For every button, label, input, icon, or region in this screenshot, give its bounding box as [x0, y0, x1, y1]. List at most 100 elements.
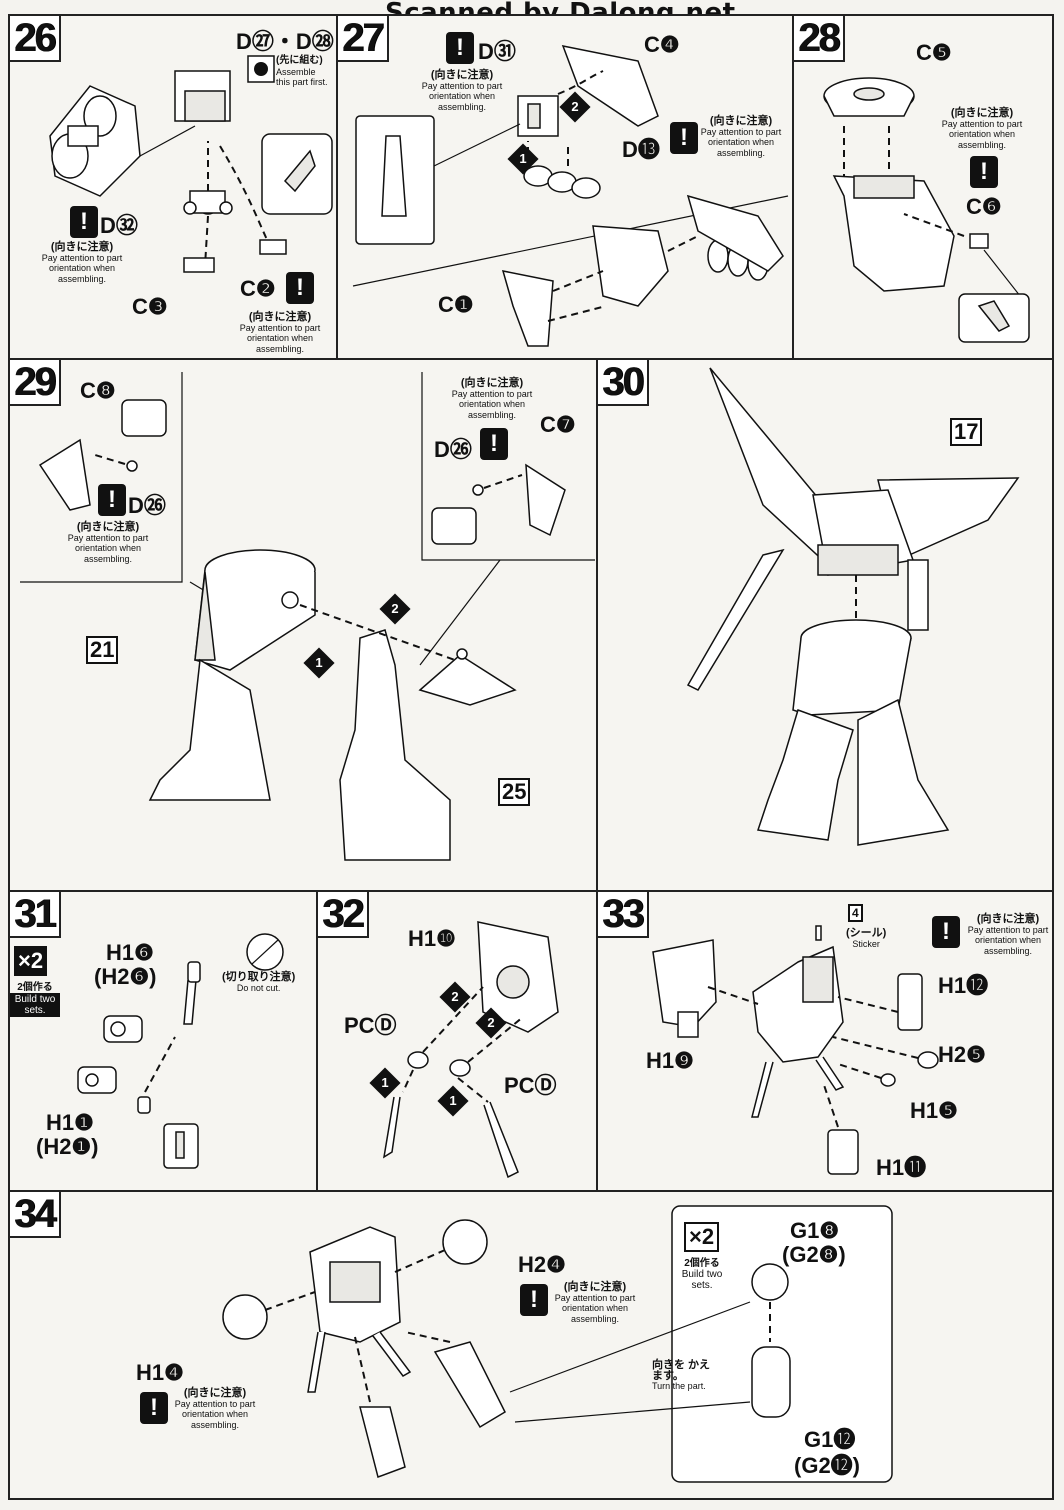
- note-en: Pay attention to part orientation when a…: [67, 532, 149, 564]
- step-number: 31: [10, 892, 61, 938]
- note-jp: 向きを かえます。: [652, 1359, 711, 1382]
- note-jp: (向きに注意): [76, 521, 140, 533]
- step-28-panel: 28 C❺ (向きに注意) Pay attention to part orie…: [792, 14, 1054, 360]
- label-pcd: PCⒹ: [504, 1073, 557, 1098]
- note-en: Assemble this part first.: [276, 66, 328, 88]
- build-note: 2個作る Build two sets.: [674, 1258, 730, 1291]
- order-marker: 1: [437, 1085, 469, 1117]
- order-marker: 1: [369, 1067, 401, 1099]
- note-jp: (切り取り注意): [222, 971, 296, 983]
- order-marker: 1: [303, 647, 335, 679]
- note-jp: (先に組む): [276, 55, 323, 66]
- note-jp: (向きに注意): [950, 107, 1014, 119]
- step-29-drawing: [20, 372, 595, 861]
- label-c2: C❷: [240, 276, 276, 301]
- warning-icon: !: [970, 156, 998, 188]
- order-marker: 2: [439, 981, 471, 1013]
- build-jp: 2個作る: [17, 982, 53, 993]
- note-en: Turn the part.: [652, 1381, 706, 1391]
- label-d32: D㉜: [100, 213, 138, 238]
- build-note: 2個作る Build two sets.: [10, 982, 60, 1017]
- note-en: Pay attention to part orientation when a…: [451, 388, 533, 420]
- order-marker: 2: [559, 91, 591, 123]
- order-number: 2: [391, 601, 399, 616]
- ref-step-25: 25: [498, 778, 531, 806]
- step-26-drawing: [49, 55, 333, 273]
- note-en: Pay attention to part orientation when a…: [554, 1292, 636, 1324]
- build-en: Build two sets.: [10, 993, 60, 1017]
- label-c1: C❶: [438, 292, 474, 317]
- step-32-panel: 32 H1❿ 2 2 PCⒹ PCⒹ 1 1: [316, 890, 598, 1192]
- warning-icon: !: [70, 206, 98, 238]
- note-jp: (シール): [846, 927, 887, 939]
- note-jp: (向きに注意): [248, 311, 312, 323]
- label-h1-4: H1❹: [136, 1360, 184, 1385]
- step-number: 26: [10, 16, 61, 62]
- step-32-drawing: [382, 921, 559, 1179]
- label-h1-11: H1⓫: [876, 1155, 927, 1180]
- step-number: 32: [318, 892, 369, 938]
- note-orientation: (向きに注意) Pay attention to part orientatio…: [32, 242, 132, 284]
- note-orientation: (向きに注意) Pay attention to part orientatio…: [230, 312, 330, 354]
- note-orientation: (向きに注意) Pay attention to part orientatio…: [932, 108, 1032, 150]
- multiplier-badge: ×2: [14, 946, 48, 976]
- step-34-drawing: [222, 1205, 893, 1483]
- note-assemble-first: (先に組む) Assemble this part first.: [276, 55, 328, 88]
- label-h1-1: H1❶: [46, 1110, 94, 1135]
- label-h2-4: H2❹: [518, 1252, 566, 1277]
- build-jp: 2個作る: [684, 1258, 720, 1269]
- multiplier-badge: ×2: [684, 1222, 720, 1252]
- note-orientation: (向きに注意) Pay attention to part orientatio…: [698, 116, 784, 158]
- label-c4: C❹: [644, 32, 680, 57]
- label-h1-12: H1⓬: [938, 973, 989, 998]
- warning-icon: !: [932, 916, 960, 948]
- note-jp: (向きに注意): [430, 69, 494, 81]
- label-h1-6: H1❻: [106, 940, 154, 965]
- order-marker: 1: [507, 143, 539, 175]
- step-30-drawing: [686, 367, 1020, 846]
- warning-icon: !: [520, 1284, 548, 1316]
- label-d26: D㉖: [434, 437, 472, 462]
- note-en: Sticker: [852, 938, 880, 949]
- step-number: 27: [338, 16, 389, 62]
- step-30-panel: 30 17: [596, 358, 1054, 892]
- note-orientation: (向きに注意) Pay attention to part orientatio…: [442, 378, 542, 420]
- label-h2-6: (H2❻): [94, 964, 157, 989]
- step-number: 30: [598, 360, 649, 406]
- build-en: Build two sets.: [681, 1269, 723, 1291]
- step-33-drawing: [652, 925, 939, 1175]
- warning-icon: !: [286, 272, 314, 304]
- order-marker: 2: [379, 593, 411, 625]
- note-en: Pay attention to part orientation when a…: [700, 126, 782, 158]
- note-jp: (向きに注意): [976, 913, 1040, 925]
- note-en: Pay attention to part orientation when a…: [41, 252, 123, 284]
- sticker-note: (シール) Sticker: [846, 928, 886, 949]
- step-26-panel: 26 D㉗・D㉘ (先に組む) Assemble this part first…: [8, 14, 338, 360]
- label-h2-5: H2❺: [938, 1042, 986, 1067]
- step-27-panel: 27 ! D㉛ (向きに注意) Pay attention to part or…: [336, 14, 794, 360]
- warning-icon: !: [140, 1392, 168, 1424]
- note-en: Pay attention to part orientation when a…: [239, 322, 321, 354]
- step-number: 29: [10, 360, 61, 406]
- note-en: Pay attention to part orientation when a…: [941, 118, 1023, 150]
- label-g2-8: (G2❽): [782, 1242, 846, 1267]
- label-g1-8: G1❽: [790, 1218, 840, 1243]
- order-number: 2: [571, 99, 579, 114]
- label-c3: C❸: [132, 294, 168, 319]
- step-number: 28: [794, 16, 845, 62]
- ref-step-17: 17: [950, 418, 983, 446]
- note-do-not-cut: (切り取り注意) Do not cut.: [222, 972, 295, 993]
- warning-icon: !: [98, 484, 126, 516]
- note-orientation: (向きに注意) Pay attention to part orientatio…: [58, 522, 158, 564]
- step-number: 33: [598, 892, 649, 938]
- order-number: 1: [519, 151, 527, 166]
- warning-icon: !: [480, 428, 508, 460]
- order-number: 1: [315, 655, 323, 670]
- label-d13: D⓭: [622, 137, 660, 162]
- note-en: Do not cut.: [236, 982, 281, 993]
- note-jp: (向きに注意): [50, 241, 114, 253]
- label-c5: C❺: [916, 40, 952, 65]
- step-number: 34: [10, 1192, 61, 1238]
- label-c7: C❼: [540, 412, 576, 437]
- warning-icon: !: [670, 122, 698, 154]
